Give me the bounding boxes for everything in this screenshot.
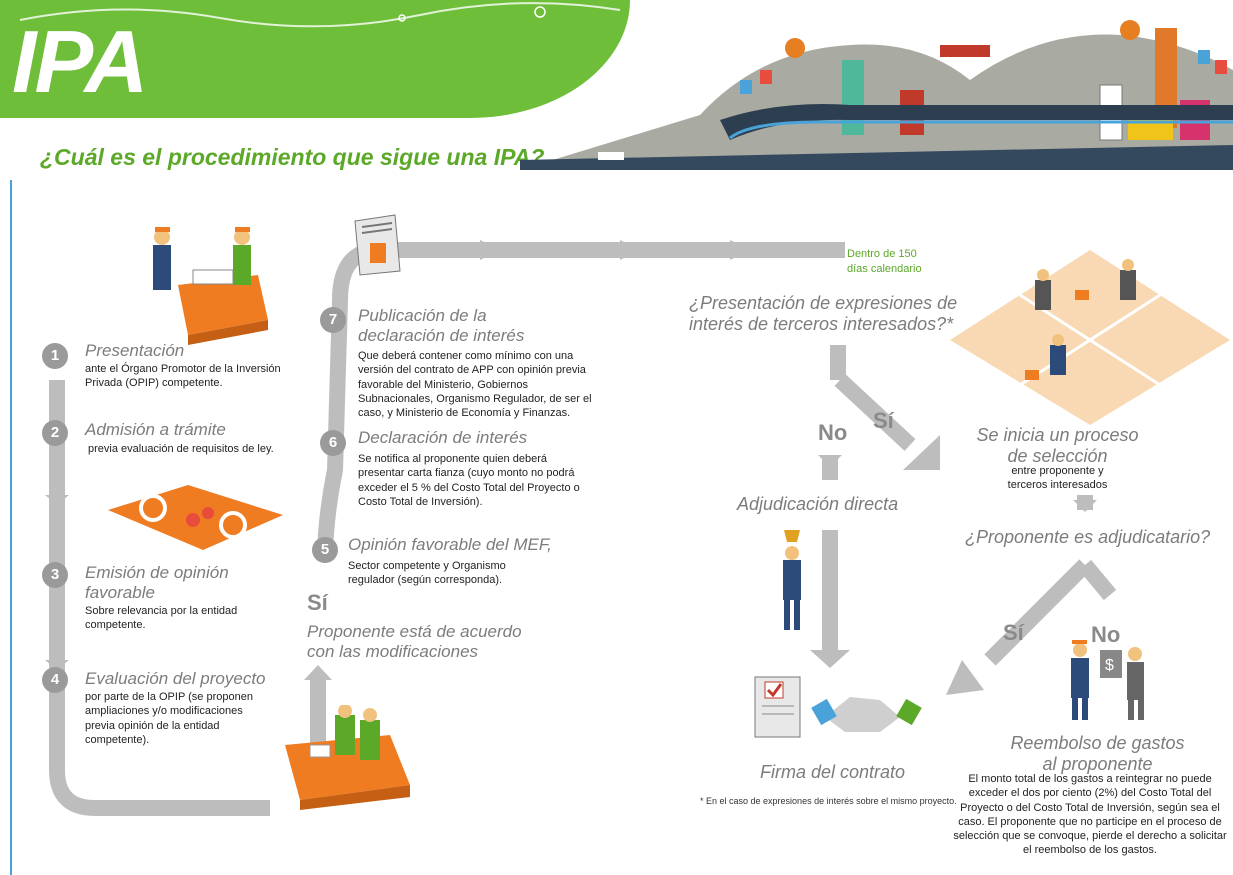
step-7-desc: Que deberá contener como mínimo con una … — [358, 350, 592, 420]
svg-text:$: $ — [1105, 657, 1114, 674]
third-party-question: ¿Presentación de expresiones de interés … — [689, 293, 958, 334]
step-6-number: 6 — [320, 430, 346, 456]
agree-yes-label: Sí — [307, 590, 328, 615]
third-party-yes: Sí — [873, 408, 894, 433]
selection-title: Se inicia un proceso de selección — [976, 425, 1139, 466]
step-3-desc: Sobre relevancia por la entidad competen… — [85, 605, 238, 632]
ipa-logo: IPA — [12, 12, 148, 111]
step-6-title: Declaración de interés — [358, 428, 528, 447]
awardee-yes: Sí — [1003, 620, 1024, 645]
step-1-desc: ante el Órgano Promotor de la Inversión … — [85, 363, 281, 390]
step-7-title: Publicación de la declaración de interés — [358, 306, 525, 345]
contract-title: Firma del contrato — [760, 762, 906, 782]
step-2-number: 2 — [42, 420, 68, 446]
step-1-number: 1 — [42, 343, 68, 369]
step-4-number: 4 — [42, 667, 68, 693]
competitors-illustration — [950, 250, 1230, 425]
newspaper-icon — [354, 214, 401, 276]
header-swirl — [19, 2, 621, 28]
step-3-title: Emisión de opinión favorable — [85, 563, 229, 602]
header-banner — [0, 0, 630, 118]
gears-illustration — [108, 485, 283, 550]
step-1-title: Presentación — [85, 341, 185, 360]
step-5-number: 5 — [312, 537, 338, 563]
contract-handshake-illustration — [754, 676, 922, 738]
step-5-desc: Sector competente y Organismo regulador … — [348, 560, 506, 587]
step-6-desc: Se notifica al proponente quien deberá p… — [358, 453, 580, 508]
selection-desc: entre proponente y terceros interesados — [1007, 465, 1108, 492]
step-7-number: 7 — [320, 307, 346, 333]
awardee-question: ¿Proponente es adjudicatario? — [965, 527, 1211, 547]
step-4-desc: por parte de la OPIP (se proponen amplia… — [85, 691, 253, 746]
third-party-no: No — [818, 420, 848, 445]
awardee-no: No — [1091, 622, 1121, 647]
step-5-title: Opinión favorable del MEF, — [348, 535, 552, 554]
step-3-number: 3 — [42, 562, 68, 588]
step-2-desc: previa evaluación de requisitos de ley. — [88, 443, 274, 455]
trophy-winner-illustration — [783, 530, 801, 630]
agree-text: Proponente está de acuerdo con las modif… — [307, 622, 522, 661]
page-border — [10, 180, 12, 875]
step-4-title: Evaluación del proyecto — [85, 669, 266, 688]
refund-desc: El monto total de los gastos a reintegra… — [953, 773, 1227, 857]
step-2-title: Admisión a trámite — [85, 420, 226, 439]
timeline-note: Dentro de 150 días calendario — [847, 248, 922, 275]
footnote: * En el caso de expresiones de interés s… — [700, 796, 957, 806]
presentation-illustration — [153, 227, 268, 345]
page-title: ¿Cuál es el procedimiento que sigue una … — [40, 144, 545, 170]
meeting-illustration — [285, 705, 410, 810]
city-illustration — [520, 20, 1233, 170]
refund-illustration: $ — [1071, 640, 1144, 720]
direct-award-title: Adjudicación directa — [737, 494, 899, 514]
refund-title: Reembolso de gastos al proponente — [1010, 733, 1185, 774]
